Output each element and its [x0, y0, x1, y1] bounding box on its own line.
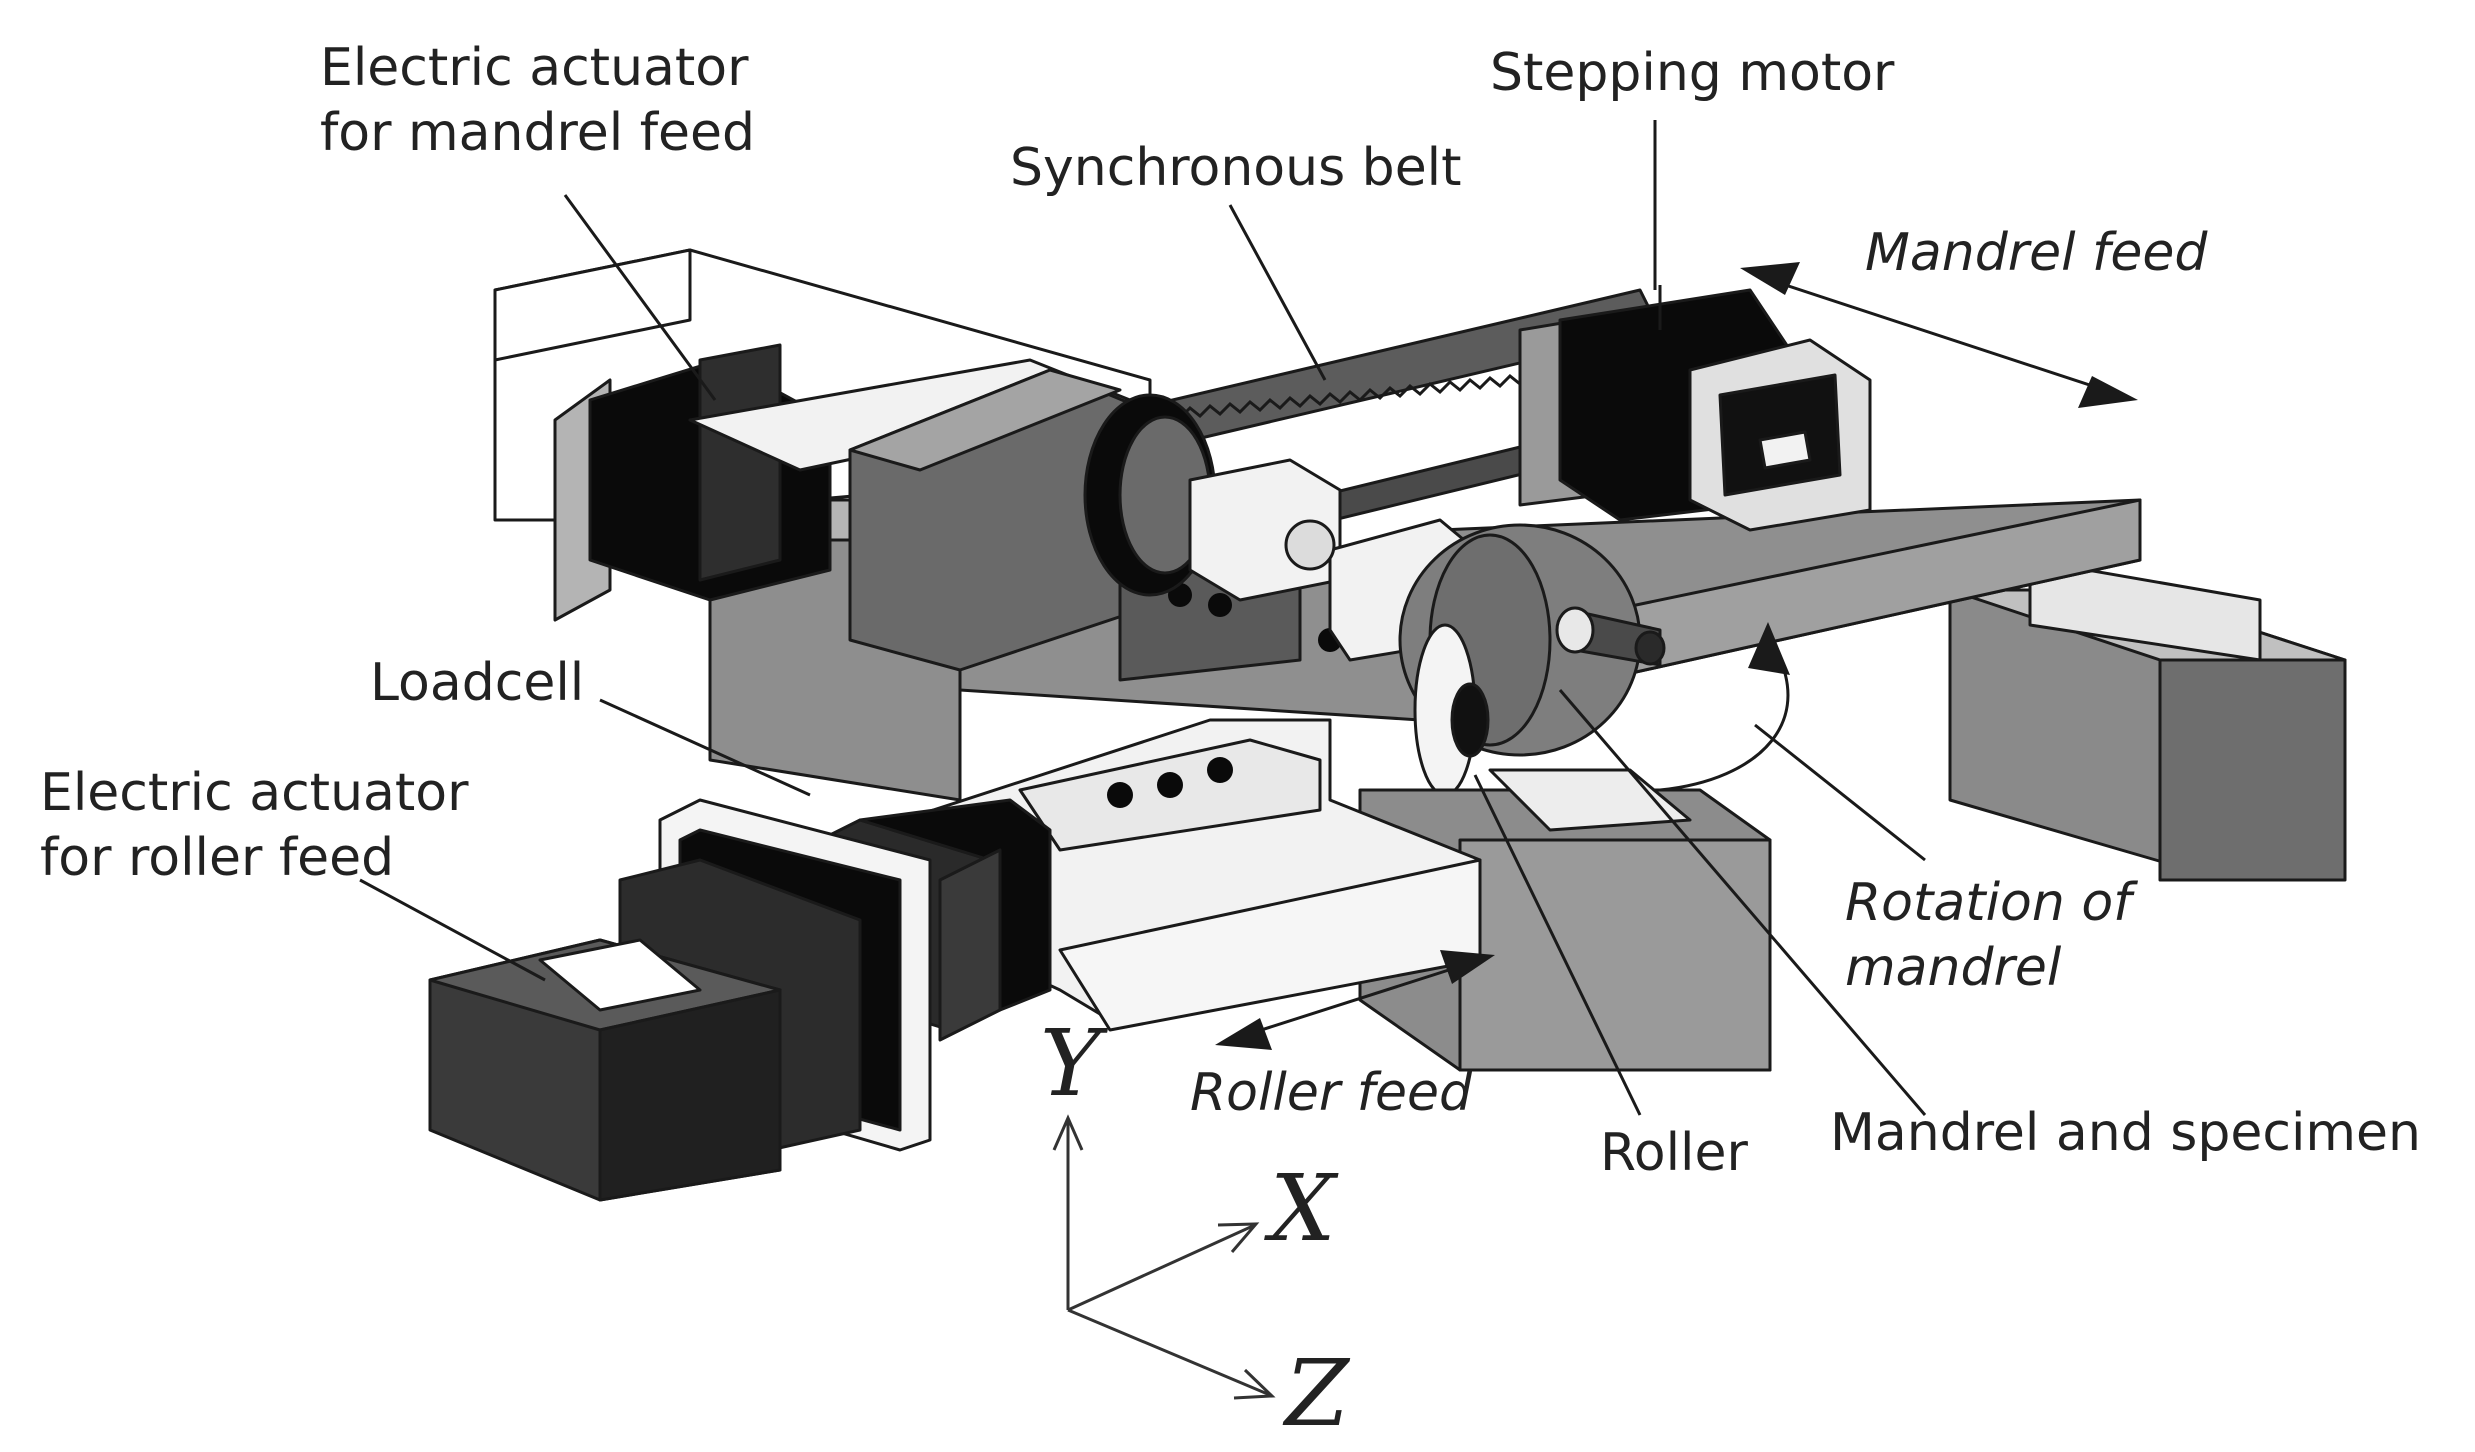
belt-pulley — [1083, 393, 1217, 597]
y-axis-arrowhead — [1052, 1114, 1084, 1151]
axis-label-z: Z — [1282, 1340, 1351, 1447]
mandrel-rotation-arrow — [1659, 622, 1790, 792]
label-roller-feed: Roller feed — [1190, 1063, 1473, 1123]
label-rotation-line1: Rotation of — [1845, 873, 2138, 933]
axis-label-x: X — [1264, 1155, 1339, 1262]
leader-roller — [1473, 774, 1642, 1116]
roller — [1413, 623, 1490, 797]
axis-label-y: Y — [1040, 1010, 1109, 1117]
roller-actuator — [428, 798, 1052, 1202]
leader-lines — [359, 120, 1927, 1116]
label-roller: Roller — [1600, 1123, 1748, 1183]
leader-mandrel-specimen — [1558, 689, 1927, 1116]
z-axis-line — [1067, 1308, 1271, 1397]
roller-feed-arrow — [1215, 950, 1495, 1050]
label-stepping-motor: Stepping motor — [1490, 43, 1895, 103]
label-mandrel-specimen: Mandrel and specimen — [1830, 1103, 2421, 1163]
label-rotation-line2: mandrel — [1845, 938, 2062, 998]
right-support-block — [1948, 558, 2347, 882]
mandrel-carriage — [848, 368, 1382, 682]
label-mandrel-feed: Mandrel feed — [1865, 223, 2208, 283]
leader-mandrel-actuator — [563, 194, 717, 401]
mandrel-feed-arrow — [1740, 262, 2138, 408]
roller-feed-plate — [778, 718, 1482, 1032]
label-loadcell: Loadcell — [370, 653, 584, 713]
label-synchronous-belt: Synchronous belt — [1010, 138, 1462, 198]
label-mandrel-actuator-line1: Electric actuator — [320, 38, 749, 98]
leader-roller-actuator — [359, 878, 546, 982]
apparatus-illustration — [428, 248, 2347, 1202]
coordinate-axes: Y X Z — [1040, 1010, 1351, 1447]
leader-synchronous-belt — [1228, 204, 1327, 381]
label-mandrel-actuator-line2: for mandrel feed — [320, 103, 755, 163]
x-axis-line — [1067, 1223, 1256, 1312]
label-roller-actuator-line1: Electric actuator — [40, 763, 469, 823]
leader-loadcell — [599, 698, 811, 797]
z-axis-arrowhead — [1233, 1368, 1276, 1400]
labels: Electric actuator for mandrel feed Synch… — [40, 38, 2421, 1183]
leader-rotation — [1754, 723, 1926, 862]
label-roller-actuator-line2: for roller feed — [40, 828, 394, 888]
x-axis-arrowhead — [1217, 1222, 1260, 1253]
stepping-motor — [1518, 285, 1872, 532]
